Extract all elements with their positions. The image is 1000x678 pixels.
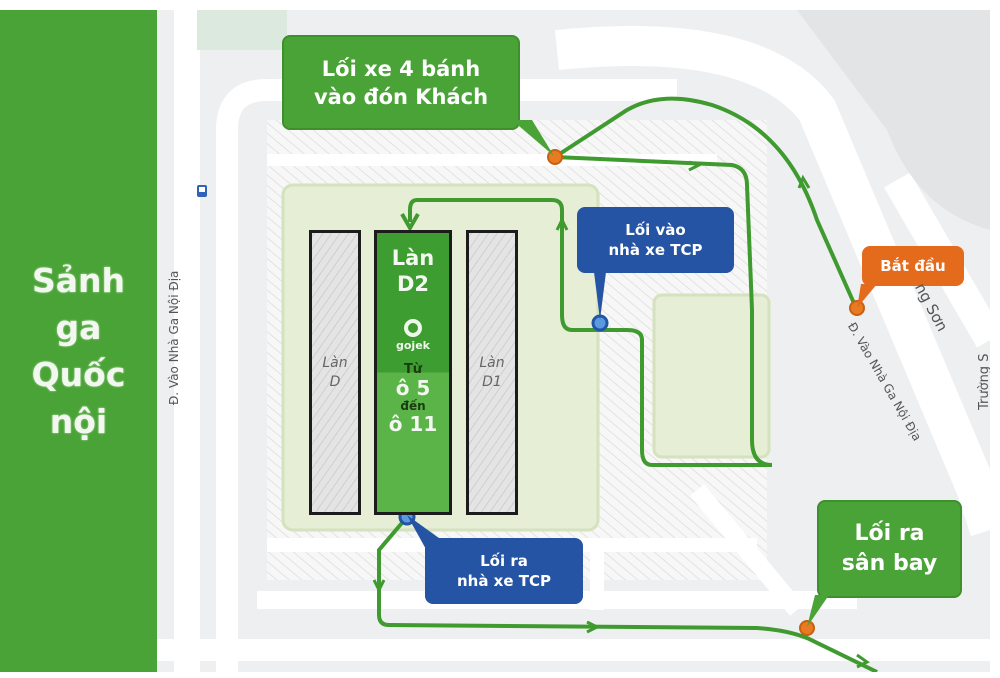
lane-d2-title: Làn bbox=[391, 246, 435, 270]
callout-tcp-exit: Lối ra nhà xe TCP bbox=[425, 538, 583, 604]
callout-text: Lối xe 4 bánh bbox=[321, 56, 481, 81]
slot-to-label: đến bbox=[400, 399, 426, 413]
slot-to-value: ô 11 bbox=[388, 412, 438, 436]
lane-d-label-line: Làn bbox=[322, 354, 348, 371]
callout-text: Lối ra bbox=[854, 521, 925, 546]
callout-pointer bbox=[857, 284, 877, 308]
lane-d1: Làn D1 bbox=[466, 230, 518, 515]
title-line: nội bbox=[49, 402, 108, 441]
callout-text: nhà xe TCP bbox=[608, 241, 703, 259]
callout-airport-exit: Lối ra sân bay bbox=[817, 500, 962, 598]
lane-d-label: Làn D bbox=[322, 354, 347, 392]
lane-d1-label-line: Làn bbox=[479, 354, 505, 371]
callout-text: sân bay bbox=[841, 551, 938, 576]
callout-text: Lối vào bbox=[625, 221, 686, 239]
title-line: Sảnh bbox=[31, 261, 126, 300]
domestic-terminal-hall-panel: Sảnh ga Quốc nội bbox=[0, 10, 157, 672]
airport-parking-map: Làn D Làn D2 gojek Từ ô 5 đến ô 11 Làn D… bbox=[157, 10, 990, 672]
callout-pointer bbox=[407, 515, 443, 551]
lane-d2-title: D2 bbox=[396, 272, 430, 296]
callout-4-wheel-entry: Lối xe 4 bánh vào đón Khách bbox=[282, 35, 520, 130]
callout-text: Bắt đầu bbox=[880, 257, 946, 275]
callout-pointer bbox=[594, 272, 606, 320]
callout-text: nhà xe TCP bbox=[456, 572, 551, 590]
lane-d-label-line: D bbox=[329, 373, 341, 390]
title-line: ga bbox=[55, 308, 102, 347]
waypoint-marker-icon bbox=[799, 620, 815, 636]
callout-text: vào đón Khách bbox=[313, 84, 489, 109]
road-label-left: Đ. Vào Nhà Ga Nội Địa bbox=[167, 270, 181, 405]
slot-from-label: Từ bbox=[403, 362, 423, 377]
lane-d: Làn D bbox=[309, 230, 361, 515]
callout-start: Bắt đầu bbox=[862, 246, 964, 286]
title-line: Quốc bbox=[31, 355, 126, 394]
callout-tcp-entrance: Lối vào nhà xe TCP bbox=[577, 207, 734, 273]
map-image-frame: Sảnh ga Quốc nội bbox=[0, 10, 990, 672]
callout-pointer bbox=[807, 595, 829, 627]
gojek-logo-icon bbox=[404, 319, 422, 337]
road-label-truong: Trường S bbox=[977, 354, 990, 410]
callout-pointer bbox=[512, 120, 554, 156]
slot-from-value: ô 5 bbox=[395, 376, 431, 400]
lane-d2-gojek[interactable]: Làn D2 gojek Từ ô 5 đến ô 11 bbox=[374, 230, 452, 515]
lane-d1-label: Làn D1 bbox=[479, 354, 504, 392]
gojek-brand-label: gojek bbox=[396, 339, 430, 352]
domestic-terminal-hall-title: Sảnh ga Quốc nội bbox=[32, 257, 126, 445]
callout-text: Lối ra bbox=[480, 552, 528, 570]
lane-d1-label-line: D1 bbox=[482, 373, 502, 390]
